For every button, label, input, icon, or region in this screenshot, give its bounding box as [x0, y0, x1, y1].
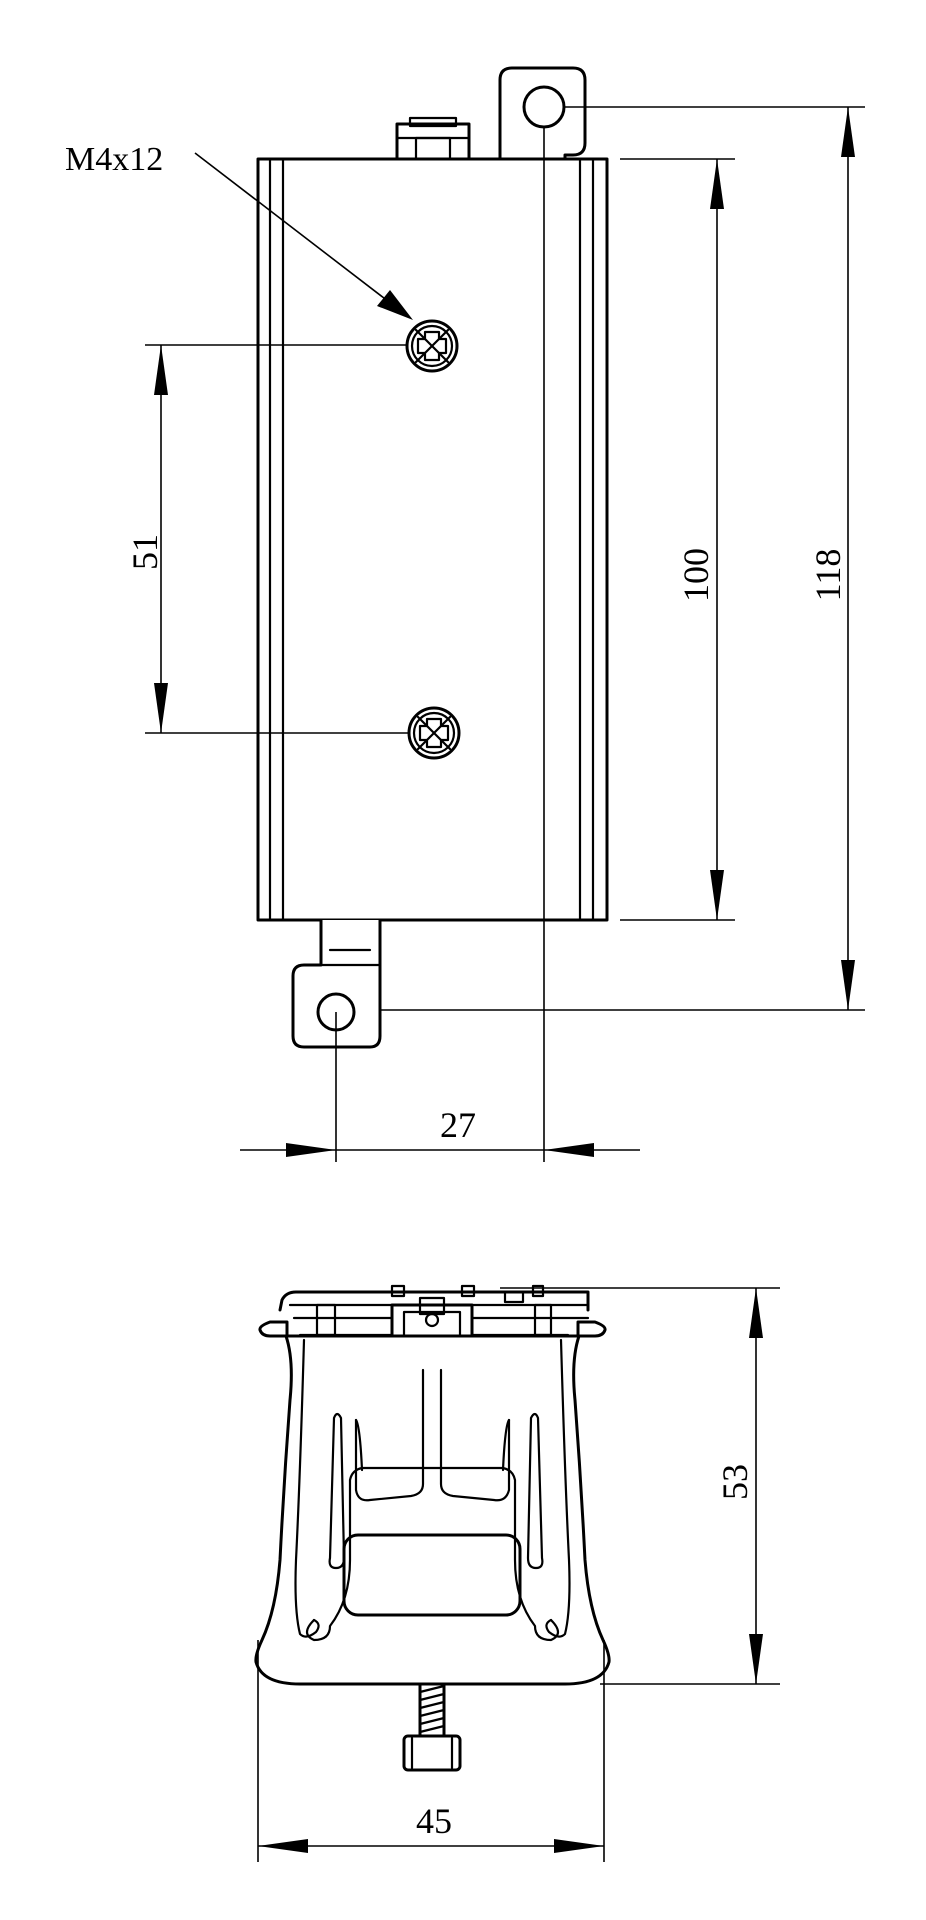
dimension-118: 118: [380, 106, 865, 1011]
heatsink-window: [342, 1533, 522, 1617]
dimension-53-label: 53: [715, 1464, 755, 1500]
dimension-51: 51: [125, 344, 410, 734]
dimension-45-label: 45: [416, 1801, 452, 1841]
top-mounting-hole: [522, 85, 566, 129]
top-mounting-tab: [498, 66, 587, 161]
heatsink-fins: [305, 1466, 560, 1642]
main-body: [256, 157, 609, 922]
top-view: M4x12 51 100 11: [65, 66, 865, 1162]
top-connector: [395, 116, 471, 161]
bottom-bolt: [402, 1682, 462, 1772]
screw-callout: M4x12: [65, 141, 413, 320]
dimension-118-label: 118: [808, 549, 848, 602]
dimension-27: 27: [240, 127, 640, 1162]
screw-spec-label: M4x12: [65, 141, 163, 178]
dimension-100: 100: [620, 158, 735, 921]
screw-top: [405, 319, 459, 373]
dimension-53: 53: [500, 1287, 780, 1685]
dimension-45: 45: [257, 1640, 605, 1862]
section-view: 53 45: [254, 1284, 780, 1862]
dimension-27-label: 27: [440, 1105, 476, 1145]
dimension-100-label: 100: [676, 548, 716, 602]
heatsink-outline: [254, 1320, 611, 1686]
bottom-mounting-tab: [291, 918, 382, 1049]
dimension-51-label: 51: [125, 534, 165, 570]
